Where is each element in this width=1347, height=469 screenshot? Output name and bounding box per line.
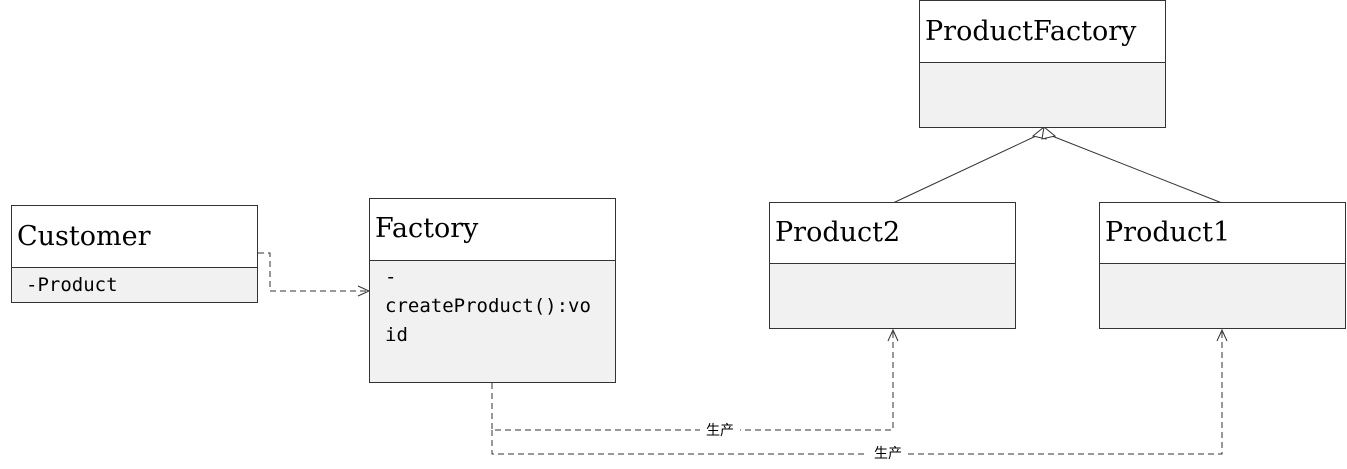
label-bg-product1: [868, 444, 908, 462]
class-customer[interactable]: Customer -Product: [11, 205, 258, 303]
class-product-factory-name: ProductFactory: [920, 1, 1165, 63]
relation-label-product1: 生产: [874, 446, 902, 462]
class-customer-members: -Product: [12, 268, 257, 302]
class-product-factory[interactable]: ProductFactory: [919, 0, 1166, 128]
product1-dependency-arrowhead: [1216, 328, 1228, 342]
generalization-triangle-right: [1041, 126, 1057, 140]
class-product2-members: [770, 264, 1015, 328]
relation-label-product2: 生产: [706, 423, 734, 439]
label-bg-product2: [700, 421, 740, 439]
class-product1-members: [1100, 264, 1345, 328]
class-product1[interactable]: Product1: [1099, 202, 1346, 329]
class-product2[interactable]: Product2: [769, 202, 1016, 329]
class-customer-name: Customer: [12, 206, 257, 268]
class-factory[interactable]: Factory - createProduct():vo id: [369, 198, 616, 383]
class-factory-name: Factory: [370, 199, 615, 261]
member-row: createProduct():vo: [385, 295, 591, 317]
product2-dependency-arrowhead: [887, 328, 899, 342]
member-row: -Product: [26, 274, 118, 296]
member-row: id: [385, 324, 408, 346]
factory-product2-dependency: [491, 330, 894, 431]
class-product1-name: Product1: [1100, 203, 1345, 264]
product2-generalization-line: [892, 135, 1037, 204]
customer-factory-dependency: [258, 252, 368, 292]
member-row: -: [385, 266, 397, 288]
class-product2-name: Product2: [770, 203, 1015, 264]
class-product-factory-members: [920, 63, 1165, 127]
factory-product1-dependency: [491, 330, 1223, 455]
class-factory-members: - createProduct():vo id: [370, 261, 615, 382]
product1-generalization-line: [1051, 135, 1223, 204]
